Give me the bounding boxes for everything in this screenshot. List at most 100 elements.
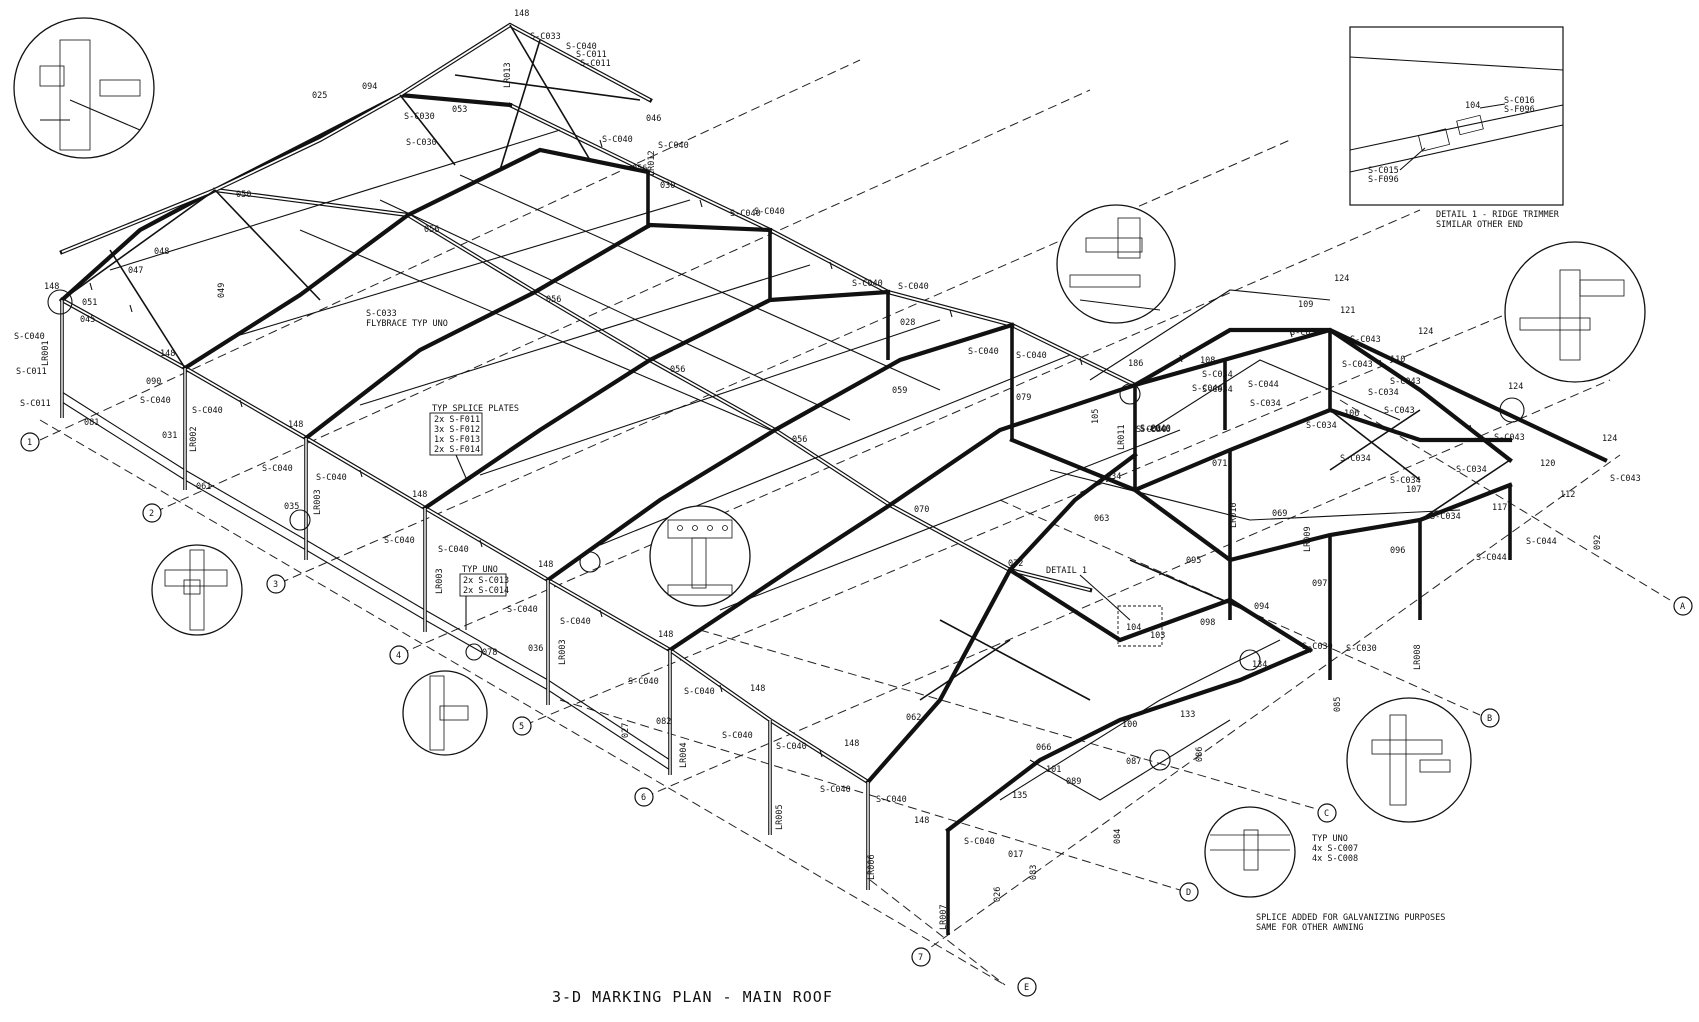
mark-l39: S-C040 [730,209,761,219]
mark-l113: 085 [1333,697,1343,712]
detail-bubble-awning-right [1346,697,1472,823]
mark-l63: S-C034 [1456,465,1487,475]
splice-note-1: 2x S-F011 [434,415,480,425]
detail1-label-2: S-F096 [1504,105,1535,115]
mark-l96: 069 [1272,509,1287,519]
detail1-member: 104 [1465,101,1480,111]
mark-l04: LR001 [41,340,51,366]
splice-note-title: TYP SPLICE PLATES [432,404,519,414]
grid-bubbles: 1 2 3 4 5 6 7 A B C D E [20,432,1693,997]
mark-l47: S-C034 [1202,385,1233,395]
mark-l01: S-C040 [14,332,45,342]
mark-l99: 098 [1200,618,1215,628]
mark-l141: 053 [452,105,467,115]
mark-l53: S-C034 [1306,421,1337,431]
mark-l140: 094 [362,82,377,92]
detail1-pointer: DETAIL 1 [1046,566,1087,576]
mark-l79: 148 [750,684,765,694]
mark-l102: 081 [84,418,99,428]
mark-l137: 045 [80,315,95,325]
mark-l13: S-C040 [140,396,171,406]
mark-l34: S-C011 [580,59,611,69]
mark-l112: 084 [1113,829,1123,844]
svg-text:3: 3 [273,580,278,590]
mark-l28: S-C040 [754,207,785,217]
mark-l44: S-C043 [1350,335,1381,345]
grid-bubble-2: 2 [142,503,162,523]
detail-bubbles [13,17,1646,898]
mark-l60: S-C030 [1302,642,1333,652]
mark-l78: 148 [658,630,673,640]
mark-l122: 110 [1390,355,1405,365]
awning-typ-1: 4x S-C007 [1312,844,1358,854]
mark-l109: 027 [621,723,631,738]
svg-text:D: D [1186,888,1191,898]
mark-l52: S-C043 [1384,406,1415,416]
mark-l132: 100 [1122,720,1137,730]
mark-l50: S-C043 [1390,377,1421,387]
detail-bubble-ridge-top [1056,204,1176,324]
mark-l85: 124 [1418,327,1433,337]
mark-l118: 112 [1560,490,1575,500]
mark-l148: 079 [1016,393,1031,403]
grid-bubble-3: 3 [266,574,286,594]
mark-l98: 097 [1312,579,1327,589]
mark-l26: S-C040 [776,742,807,752]
mark-l143: 046 [646,114,661,124]
mark-l33: S-C011 [576,50,607,60]
mark-l130: 101 [1046,765,1061,775]
mark-l80: 148 [844,739,859,749]
mark-l08: LR003 [558,639,568,665]
mark-l91: 056 [792,435,807,445]
mark-l126: 107 [1406,485,1421,495]
detail-bubble-splice [649,505,751,607]
svg-text:4: 4 [396,651,401,661]
mark-l59: S-C044 [1476,553,1507,563]
mark-l152: 066 [1036,743,1051,753]
detail1-caption-1: DETAIL 1 - RIDGE TRIMMER [1436,210,1560,220]
mark-l48: S-C044 [1248,380,1279,390]
mark-l142: 049 [217,283,227,298]
flybrace-note-1: S-C033 [366,309,397,319]
mark-l05: LR002 [189,426,199,452]
svg-text:1: 1 [27,438,32,448]
mark-l02: S-C011 [16,367,47,377]
mark-l153: 026 [993,887,1003,902]
mark-l49: S-C034 [1250,399,1281,409]
mark-l29: S-C040 [852,279,883,289]
mark-l106: 035 [284,502,299,512]
mark-l03: S-C011 [20,399,51,409]
mark-l87: 124 [1602,434,1617,444]
mark-l72: LR013 [503,62,513,88]
mark-l145: 028 [900,318,915,328]
mark-l136: 050 [236,190,251,200]
typ-uno-title: TYP UNO [462,565,498,575]
awning-typ-2: 4x S-C008 [1312,854,1358,864]
mark-l51: S-C034 [1368,388,1399,398]
detail-bubble-awning-splice [1204,806,1296,898]
svg-text:A: A [1680,602,1685,612]
grid-bubble-B: B [1480,708,1500,728]
mark-l120: 121 [1340,306,1355,316]
mark-l90: 056 [670,365,685,375]
svg-text:E: E [1024,983,1029,993]
svg-text:C: C [1324,809,1329,819]
mark-l83: 186 [1128,359,1143,369]
mark-l149: 034 [1106,472,1121,482]
mark-l133: 103 [1150,631,1165,641]
mark-l62: S-C040 [1136,425,1167,435]
mark-l58: S-C044 [1526,537,1557,547]
mark-l56: S-C034 [1390,476,1421,486]
mark-l123: 108 [1200,356,1215,366]
mark-l10: LR005 [775,804,785,830]
mark-l35: S-C030 [404,112,435,122]
grid-bubble-A: A [1673,596,1693,616]
mark-l06: LR003 [313,489,323,515]
grid-bubble-1: 1 [20,432,40,452]
mark-l124: 105 [1091,409,1101,424]
mark-l37: S-C040 [602,135,633,145]
splice-note-4: 2x S-F014 [434,445,480,455]
mark-l19: S-C040 [820,785,851,795]
svg-text:B: B [1487,714,1492,724]
mark-l45: S-C034 [1202,370,1233,380]
